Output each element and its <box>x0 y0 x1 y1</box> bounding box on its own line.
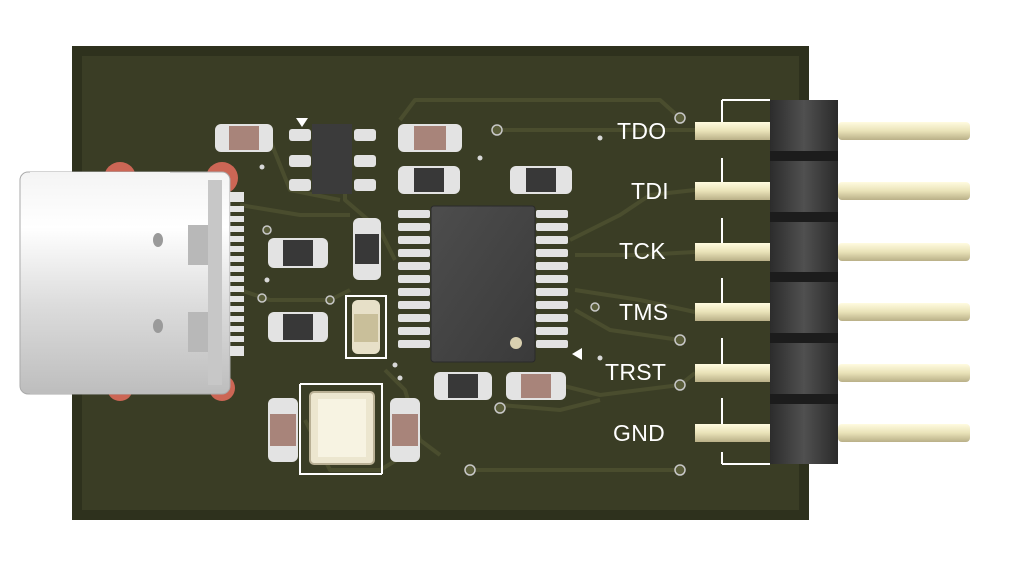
vias <box>257 112 686 476</box>
usb-c-connector-icon <box>19 162 238 401</box>
pin-header-icon <box>695 100 970 464</box>
crystal-oscillator-icon <box>299 383 383 475</box>
passive-components <box>215 124 572 462</box>
header-silkscreen <box>721 99 770 465</box>
pin-label-tms: TMS <box>619 299 669 325</box>
pin-label-trst: TRST <box>605 359 667 385</box>
sot23-regulator <box>289 118 376 194</box>
pin-label-tdi: TDI <box>631 178 669 204</box>
pin-label-tdo: TDO <box>617 118 667 144</box>
small-vias <box>259 135 603 381</box>
pin-label-tck: TCK <box>619 238 666 264</box>
pin-label-gnd: GND <box>613 420 666 446</box>
ic-chip-icon <box>398 205 582 363</box>
usb-pads <box>230 192 244 356</box>
